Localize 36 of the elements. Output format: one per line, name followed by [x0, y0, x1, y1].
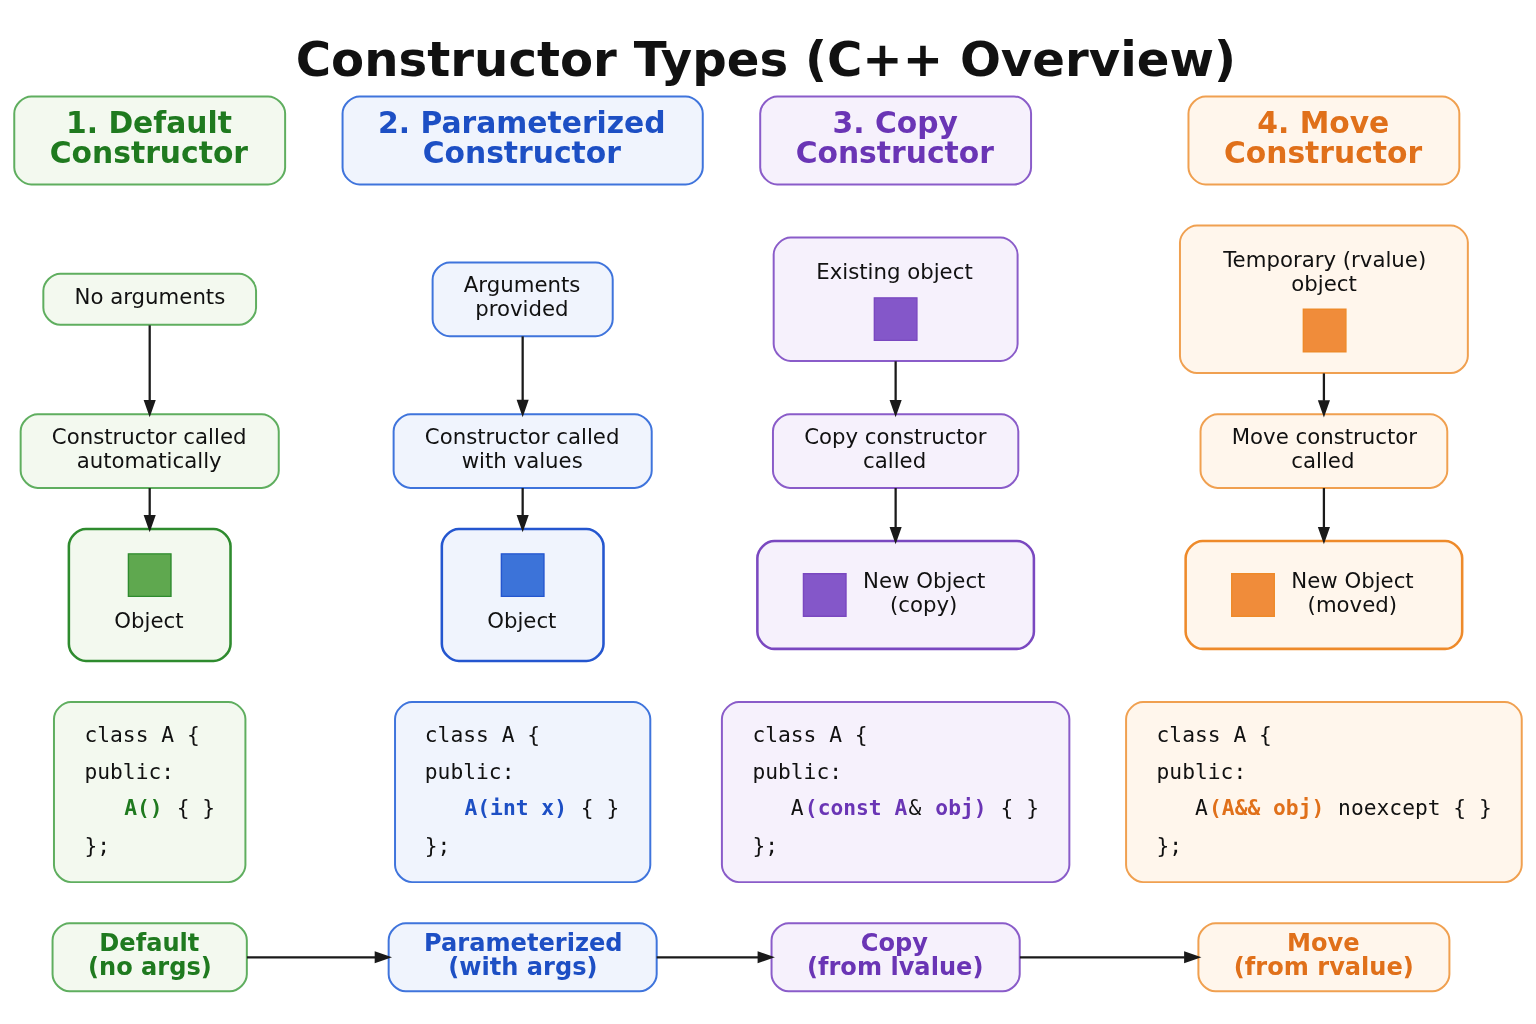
node-box: Copy constructor called: [771, 413, 1020, 489]
node-box: Move (from rvalue): [1197, 922, 1451, 993]
node-box: Object: [67, 527, 232, 663]
node-box: class A { public: A() { } };: [52, 701, 247, 884]
node-box: New Object (moved): [1184, 539, 1464, 651]
arrow: [889, 488, 902, 545]
node-box: class A { public: A(const A& obj) { } };: [720, 701, 1071, 884]
node-box: No arguments: [42, 272, 258, 326]
node-box: 1. Default Constructor: [13, 95, 287, 186]
arrow: [656, 951, 775, 964]
node-box: Existing object: [772, 236, 1019, 362]
node-box: class A { public: A(A&& obj) noexcept { } };: [1125, 701, 1523, 884]
node-box: 4. Move Constructor: [1187, 95, 1461, 186]
node-box: Parameterized (with args): [387, 922, 658, 993]
arrow: [516, 488, 529, 533]
node-box: Copy (from lvalue): [770, 922, 1021, 993]
arrow: [1317, 373, 1330, 418]
arrow: [246, 951, 392, 964]
arrow: [143, 325, 156, 418]
arrow: [143, 488, 156, 533]
arrow: [1019, 951, 1202, 964]
node-box: Object: [440, 527, 605, 663]
node-box: class A { public: A(int x) { } };: [394, 701, 652, 884]
node-box: Move constructor called: [1199, 413, 1449, 489]
node-box: Constructor called automatically: [19, 413, 280, 489]
node-box: 2. Parameterized Constructor: [341, 95, 704, 186]
arrow: [889, 361, 902, 418]
node-box: Arguments provided: [431, 261, 614, 338]
node-box: New Object (copy): [756, 539, 1036, 651]
node-box: Temporary (rvalue) object: [1178, 224, 1469, 374]
node-box: Default (no args): [51, 922, 248, 993]
arrow: [1317, 488, 1330, 545]
diagram-title: Constructor Types (C++ Overview): [295, 30, 1236, 87]
arrow: [516, 336, 529, 418]
node-box: Constructor called with values: [392, 413, 653, 489]
node-box: 3. Copy Constructor: [759, 95, 1033, 186]
